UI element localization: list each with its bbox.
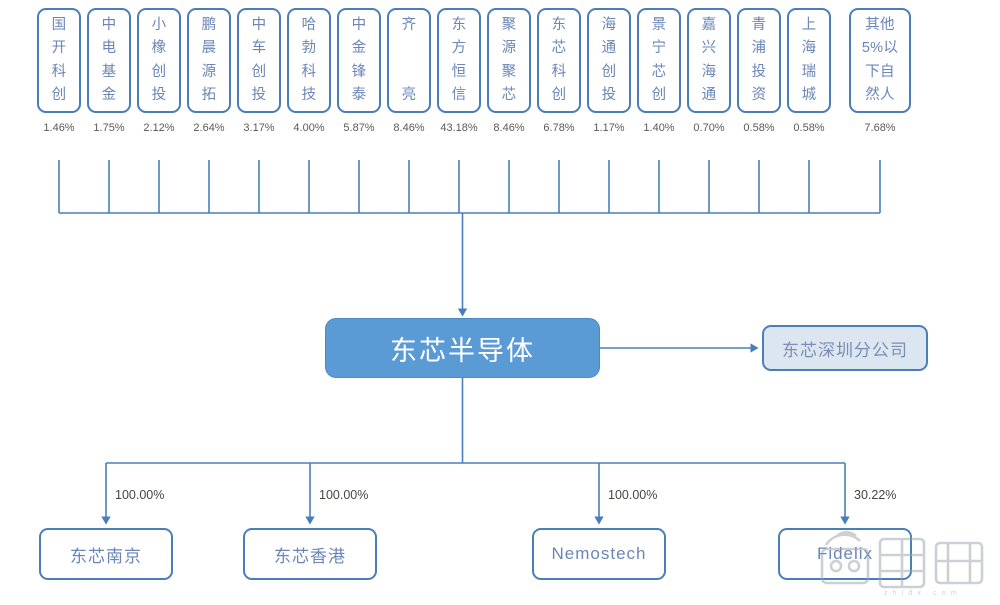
shareholder-percent: 4.00% xyxy=(293,122,325,134)
subsidiary-percent: 100.00% xyxy=(319,488,369,502)
shareholder-percent: 3.17% xyxy=(243,122,275,134)
shareholder-label: 中金锋泰 xyxy=(351,17,367,103)
shareholder-label: 聚源聚芯 xyxy=(501,17,517,103)
subsidiary-percent: 100.00% xyxy=(115,488,165,502)
shareholder-percent: 0.70% xyxy=(693,122,725,134)
main-entity-label: 东芯半导体 xyxy=(390,335,535,366)
shareholder-box[interactable]: 中金锋泰 xyxy=(337,8,381,113)
shareholder-label: 东芯科创 xyxy=(551,17,567,103)
subsidiary-label: 东芯香港 xyxy=(274,546,346,566)
main-entity-box[interactable]: 东芯半导体 xyxy=(325,318,600,378)
shareholder-label: 小橡创投 xyxy=(151,17,167,103)
shareholder-box[interactable]: 东方恒信 xyxy=(437,8,481,113)
subsidiary-box[interactable]: Fidelix xyxy=(778,528,912,580)
shareholder-box[interactable]: 海通创投 xyxy=(587,8,631,113)
shareholder-box[interactable]: 中电基金 xyxy=(87,8,131,113)
subsidiary-label: Nemostech xyxy=(551,544,647,563)
shareholder-label: 哈勃科技 xyxy=(301,17,317,103)
shareholder-label: 鹏晨源拓 xyxy=(201,17,217,103)
svg-text:z h i d x . c o m: z h i d x . c o m xyxy=(884,590,958,597)
shareholder-percent: 8.46% xyxy=(493,122,525,134)
shareholder-percent: 43.18% xyxy=(440,122,478,134)
shareholder-label: 上海瑞城 xyxy=(801,17,817,103)
shareholder-box[interactable]: 国开科创 xyxy=(37,8,81,113)
shareholder-label: 国开科创 xyxy=(51,17,67,103)
subsidiary-box[interactable]: Nemostech xyxy=(532,528,666,580)
shareholder-box[interactable]: 景宁芯创 xyxy=(637,8,681,113)
shareholder-percent: 0.58% xyxy=(793,122,825,134)
shareholder-box[interactable]: 嘉兴海通 xyxy=(687,8,731,113)
shareholder-percent: 5.87% xyxy=(343,122,375,134)
shareholder-percent: 2.64% xyxy=(193,122,225,134)
shareholder-percent: 1.75% xyxy=(93,122,125,134)
subsidiary-percent: 100.00% xyxy=(608,488,658,502)
shareholder-label: 青浦投资 xyxy=(751,17,767,103)
subsidiary-label: Fidelix xyxy=(816,544,874,563)
branch-box[interactable]: 东芯深圳分公司 xyxy=(762,325,928,371)
shareholder-percent: 1.46% xyxy=(43,122,75,134)
subsidiary-label: 东芯南京 xyxy=(70,546,142,566)
subsidiary-box[interactable]: 东芯南京 xyxy=(39,528,173,580)
shareholder-percent: 7.68% xyxy=(864,122,896,134)
shareholder-box[interactable]: 小橡创投 xyxy=(137,8,181,113)
shareholder-box[interactable]: 青浦投资 xyxy=(737,8,781,113)
shareholder-box[interactable]: 东芯科创 xyxy=(537,8,581,113)
shareholder-label: 中电基金 xyxy=(101,17,117,103)
shareholder-percent: 1.40% xyxy=(643,122,675,134)
shareholder-label: 东方恒信 xyxy=(451,17,467,103)
shareholder-label: 中车创投 xyxy=(251,17,267,103)
shareholder-box[interactable]: 鹏晨源拓 xyxy=(187,8,231,113)
shareholder-box[interactable]: 齐亮 xyxy=(387,8,431,113)
shareholder-box[interactable]: 上海瑞城 xyxy=(787,8,831,113)
shareholder-label: 嘉兴海通 xyxy=(701,17,717,103)
shareholder-percent: 1.17% xyxy=(593,122,625,134)
shareholder-box[interactable]: 哈勃科技 xyxy=(287,8,331,113)
subsidiary-percent: 30.22% xyxy=(854,488,897,502)
subsidiary-box[interactable]: 东芯香港 xyxy=(243,528,377,580)
shareholder-percent: 0.58% xyxy=(743,122,775,134)
shareholder-label: 景宁芯创 xyxy=(651,17,667,103)
shareholder-box[interactable]: 聚源聚芯 xyxy=(487,8,531,113)
shareholder-percent: 8.46% xyxy=(393,122,425,134)
branch-label: 东芯深圳分公司 xyxy=(782,340,908,360)
shareholder-box[interactable]: 中车创投 xyxy=(237,8,281,113)
shareholder-label: 齐亮 xyxy=(401,17,417,103)
shareholder-label: 海通创投 xyxy=(601,17,617,103)
shareholder-percent: 6.78% xyxy=(543,122,575,134)
shareholder-percent: 2.12% xyxy=(143,122,175,134)
